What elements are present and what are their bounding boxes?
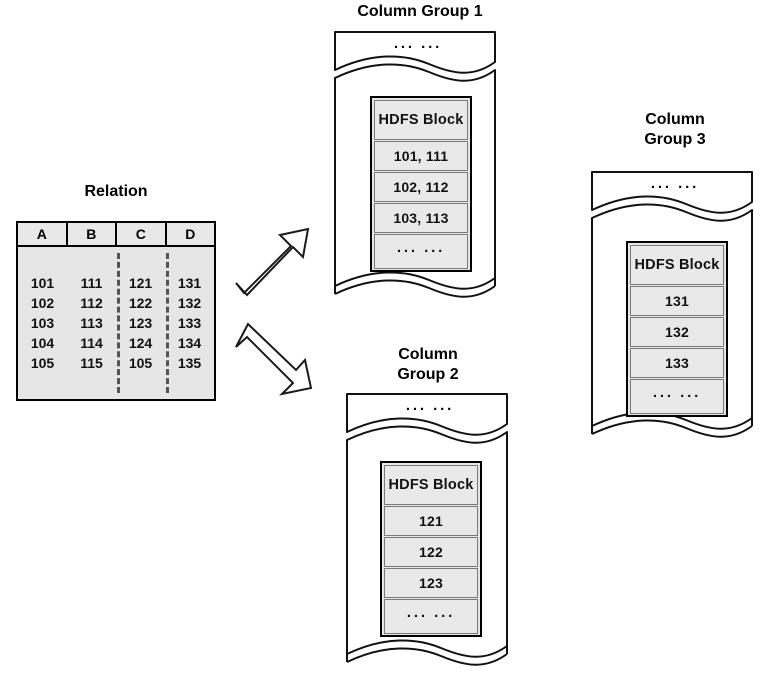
relation-body: 101 111 121 131 102 112 122 132 103 113 … [18, 247, 214, 399]
cell: 105 [30, 355, 55, 371]
hdfs-block-ellipsis: ··· ··· [630, 379, 724, 414]
column-group-2-hdfs-block: HDFS Block 121 122 123 ··· ··· [380, 461, 482, 637]
table-row: 101 111 121 131 [18, 273, 214, 293]
cell: 114 [80, 335, 103, 351]
table-row: 103 113 123 133 [18, 313, 214, 333]
table-row: 105 115 105 135 [18, 353, 214, 373]
column-group-2-title: Column Group 2 [397, 346, 459, 383]
cell: 102 [30, 295, 55, 311]
relation-column-header-d: D [166, 223, 214, 245]
cell: 103 [30, 315, 55, 331]
arrow-to-column-group-1 [235, 227, 310, 297]
hdfs-block-row: 123 [384, 568, 478, 598]
cell: 113 [80, 315, 103, 331]
relation-table: A B C D 101 111 121 131 102 112 122 132 [16, 221, 216, 401]
column-group-1-title: Column Group 1 [357, 3, 483, 20]
cell: 121 [128, 275, 153, 291]
cell: 105 [128, 355, 153, 371]
hdfs-block-row: 103, 113 [374, 203, 468, 233]
column-group-3-title: Column Group 3 [644, 111, 706, 148]
cell: 112 [80, 295, 103, 311]
hdfs-block-ellipsis: ··· ··· [384, 599, 478, 634]
hdfs-block-row: 133 [630, 348, 724, 378]
hdfs-block-row: 101, 111 [374, 141, 468, 171]
hdfs-block-row: 131 [630, 286, 724, 316]
cell: 134 [177, 335, 202, 351]
cell: 124 [128, 335, 153, 351]
hdfs-block-header: HDFS Block [374, 100, 468, 140]
column-group-divider-1 [117, 253, 120, 393]
hdfs-block-header: HDFS Block [384, 465, 478, 505]
column-group-1-hdfs-block: HDFS Block 101, 111 102, 112 103, 113 ··… [370, 96, 472, 272]
cell: 104 [30, 335, 55, 351]
column-group-divider-2 [166, 253, 169, 393]
arrow-to-column-group-2 [235, 322, 313, 396]
hdfs-block-row: 132 [630, 317, 724, 347]
hdfs-block-ellipsis: ··· ··· [374, 234, 468, 269]
relation-column-header-a: A [18, 223, 68, 245]
column-group-1-top-ellipsis: ··· ··· [393, 39, 443, 56]
column-group-3-top-ellipsis: ··· ··· [650, 179, 700, 196]
cell: 111 [80, 275, 103, 291]
relation-column-header-b: B [67, 223, 117, 245]
hdfs-block-row: 102, 112 [374, 172, 468, 202]
cell: 133 [177, 315, 202, 331]
cell: 115 [80, 355, 103, 371]
relation-column-header-c: C [117, 223, 167, 245]
hdfs-block-row: 121 [384, 506, 478, 536]
relation-rows: 101 111 121 131 102 112 122 132 103 113 … [18, 273, 214, 373]
hdfs-block-header: HDFS Block [630, 245, 724, 285]
relation-header-row: A B C D [18, 223, 214, 247]
table-row: 104 114 124 134 [18, 333, 214, 353]
cell: 135 [177, 355, 202, 371]
cell: 122 [128, 295, 153, 311]
cell: 131 [177, 275, 202, 291]
column-group-3-hdfs-block: HDFS Block 131 132 133 ··· ··· [626, 241, 728, 417]
column-group-2-top-ellipsis: ··· ··· [405, 401, 455, 418]
cell: 101 [30, 275, 55, 291]
hdfs-block-row: 122 [384, 537, 478, 567]
relation-title: Relation [84, 183, 148, 200]
cell: 132 [177, 295, 202, 311]
table-row: 102 112 122 132 [18, 293, 214, 313]
cell: 123 [128, 315, 153, 331]
